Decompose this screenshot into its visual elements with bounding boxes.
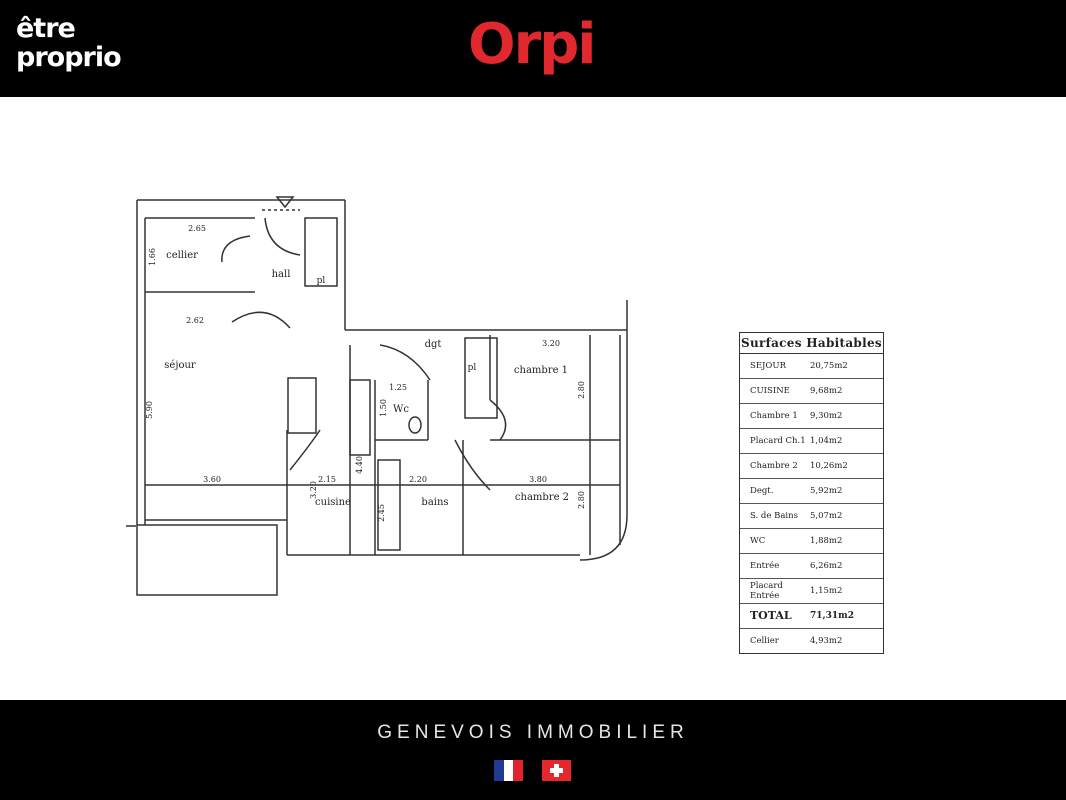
surface-value: 9,68m2	[810, 386, 843, 396]
surface-label: WC	[750, 536, 766, 546]
surface-label: Chambre 1	[750, 411, 798, 421]
room-chambre2: chambre 2	[515, 492, 569, 503]
placard-entree	[304, 217, 338, 287]
surface-row: WC 1,88m2	[740, 529, 883, 554]
surface-label: Degt.	[750, 486, 774, 496]
door-arc-hall	[264, 217, 301, 256]
surface-label: Placard Entrée	[750, 581, 783, 601]
surface-value: 5,07m2	[810, 511, 843, 521]
kitchen-unit	[287, 377, 317, 434]
surface-row: Placard Ch.1 1,04m2	[740, 429, 883, 454]
dim-440: 4.40	[355, 456, 364, 474]
surface-label: Chambre 2	[750, 461, 798, 471]
room-chambre1: chambre 1	[514, 365, 568, 376]
surface-row: TOTAL 71,31m2	[740, 604, 883, 629]
orpi-logo: Orpi	[468, 12, 597, 77]
bathtub	[377, 459, 401, 551]
floor-plan-drawing: cellier hall pl séjour dgt pl chambre 1 …	[126, 196, 628, 596]
top-banner: être proprio Orpi	[0, 0, 1066, 97]
surface-value: 10,26m2	[810, 461, 848, 471]
room-cellier: cellier	[166, 250, 198, 261]
dim-380: 3.80	[529, 475, 547, 484]
french-flag-icon	[494, 760, 524, 781]
logo-line-1: être	[16, 13, 76, 44]
dim-125: 1.25	[389, 383, 407, 392]
agency-name: GENEVOIS IMMOBILIER	[377, 722, 689, 743]
dim-265: 2.65	[188, 224, 206, 233]
surface-label: SEJOUR	[750, 361, 786, 371]
surface-label: CUISINE	[750, 386, 790, 396]
toilet	[408, 416, 422, 434]
dim-280a: 2.80	[577, 381, 586, 399]
surface-row: Chambre 1 9,30m2	[740, 404, 883, 429]
placard-ch1	[464, 337, 498, 419]
balcony-outline	[136, 200, 278, 596]
dim-166: 1.66	[148, 248, 157, 266]
entrance-marker	[275, 196, 295, 209]
floor-plan-area: cellier hall pl séjour dgt pl chambre 1 …	[0, 97, 1066, 700]
surface-value: 1,04m2	[810, 436, 843, 446]
room-pl-entree: pl	[317, 276, 326, 286]
surface-row: S. de Bains 5,07m2	[740, 504, 883, 529]
room-dgt: dgt	[425, 339, 442, 350]
dim-245: 2.45	[377, 504, 386, 522]
surface-row: Degt. 5,92m2	[740, 479, 883, 504]
surface-row: Placard Entrée 1,15m2	[740, 579, 883, 604]
room-cuisine: cuisine	[315, 497, 351, 508]
surface-value: 6,26m2	[810, 561, 843, 571]
dim-262: 2.62	[186, 316, 204, 325]
bottom-banner	[0, 700, 1066, 800]
kitchen-counter	[349, 379, 371, 456]
dim-280b: 2.80	[577, 491, 586, 509]
wall-corner-curve	[579, 514, 628, 561]
dim-220: 2.20	[409, 475, 427, 484]
surface-label: Entrée	[750, 561, 780, 571]
surface-label: S. de Bains	[750, 511, 798, 521]
surface-label: Cellier	[750, 636, 779, 646]
dim-590: 5.90	[145, 401, 154, 419]
door-arc-bains	[454, 439, 491, 491]
swiss-flag-icon	[542, 760, 571, 781]
surface-label: TOTAL	[750, 609, 792, 622]
surface-row: Entrée 6,26m2	[740, 554, 883, 579]
door-arc-cuisine	[289, 429, 321, 471]
logo-line-2: proprio	[16, 42, 122, 73]
surface-value: 4,93m2	[810, 636, 843, 646]
surface-label: Placard Ch.1	[750, 436, 806, 446]
dim-360: 3.60	[203, 475, 221, 484]
dim-320b: 3.20	[309, 481, 318, 499]
door-arc-wc	[379, 344, 431, 381]
door-arc-ch1	[489, 399, 507, 441]
room-pl-ch1: pl	[468, 363, 477, 373]
surface-row: Cellier 4,93m2	[740, 629, 883, 653]
surface-value: 5,92m2	[810, 486, 843, 496]
dim-215: 2.15	[318, 475, 336, 484]
room-bains: bains	[421, 497, 448, 508]
surface-row: Chambre 2 10,26m2	[740, 454, 883, 479]
surface-value: 9,30m2	[810, 411, 843, 421]
surface-row: SEJOUR 20,75m2	[740, 354, 883, 379]
surface-value: 1,88m2	[810, 536, 843, 546]
dim-320a: 3.20	[542, 339, 560, 348]
surface-row: CUISINE 9,68m2	[740, 379, 883, 404]
room-hall: hall	[272, 269, 291, 280]
surface-value: 1,15m2	[810, 586, 843, 596]
surfaces-table-title: Surfaces Habitables	[740, 333, 883, 354]
dim-150: 1.50	[379, 399, 388, 417]
room-sejour: séjour	[164, 360, 196, 371]
room-wc: Wc	[393, 404, 409, 415]
door-arc-sejour	[231, 311, 291, 329]
etre-proprio-logo: être proprio	[16, 13, 122, 73]
surface-value: 20,75m2	[810, 361, 848, 371]
door-arc-cellier	[221, 235, 251, 263]
surface-value: 71,31m2	[810, 611, 854, 621]
